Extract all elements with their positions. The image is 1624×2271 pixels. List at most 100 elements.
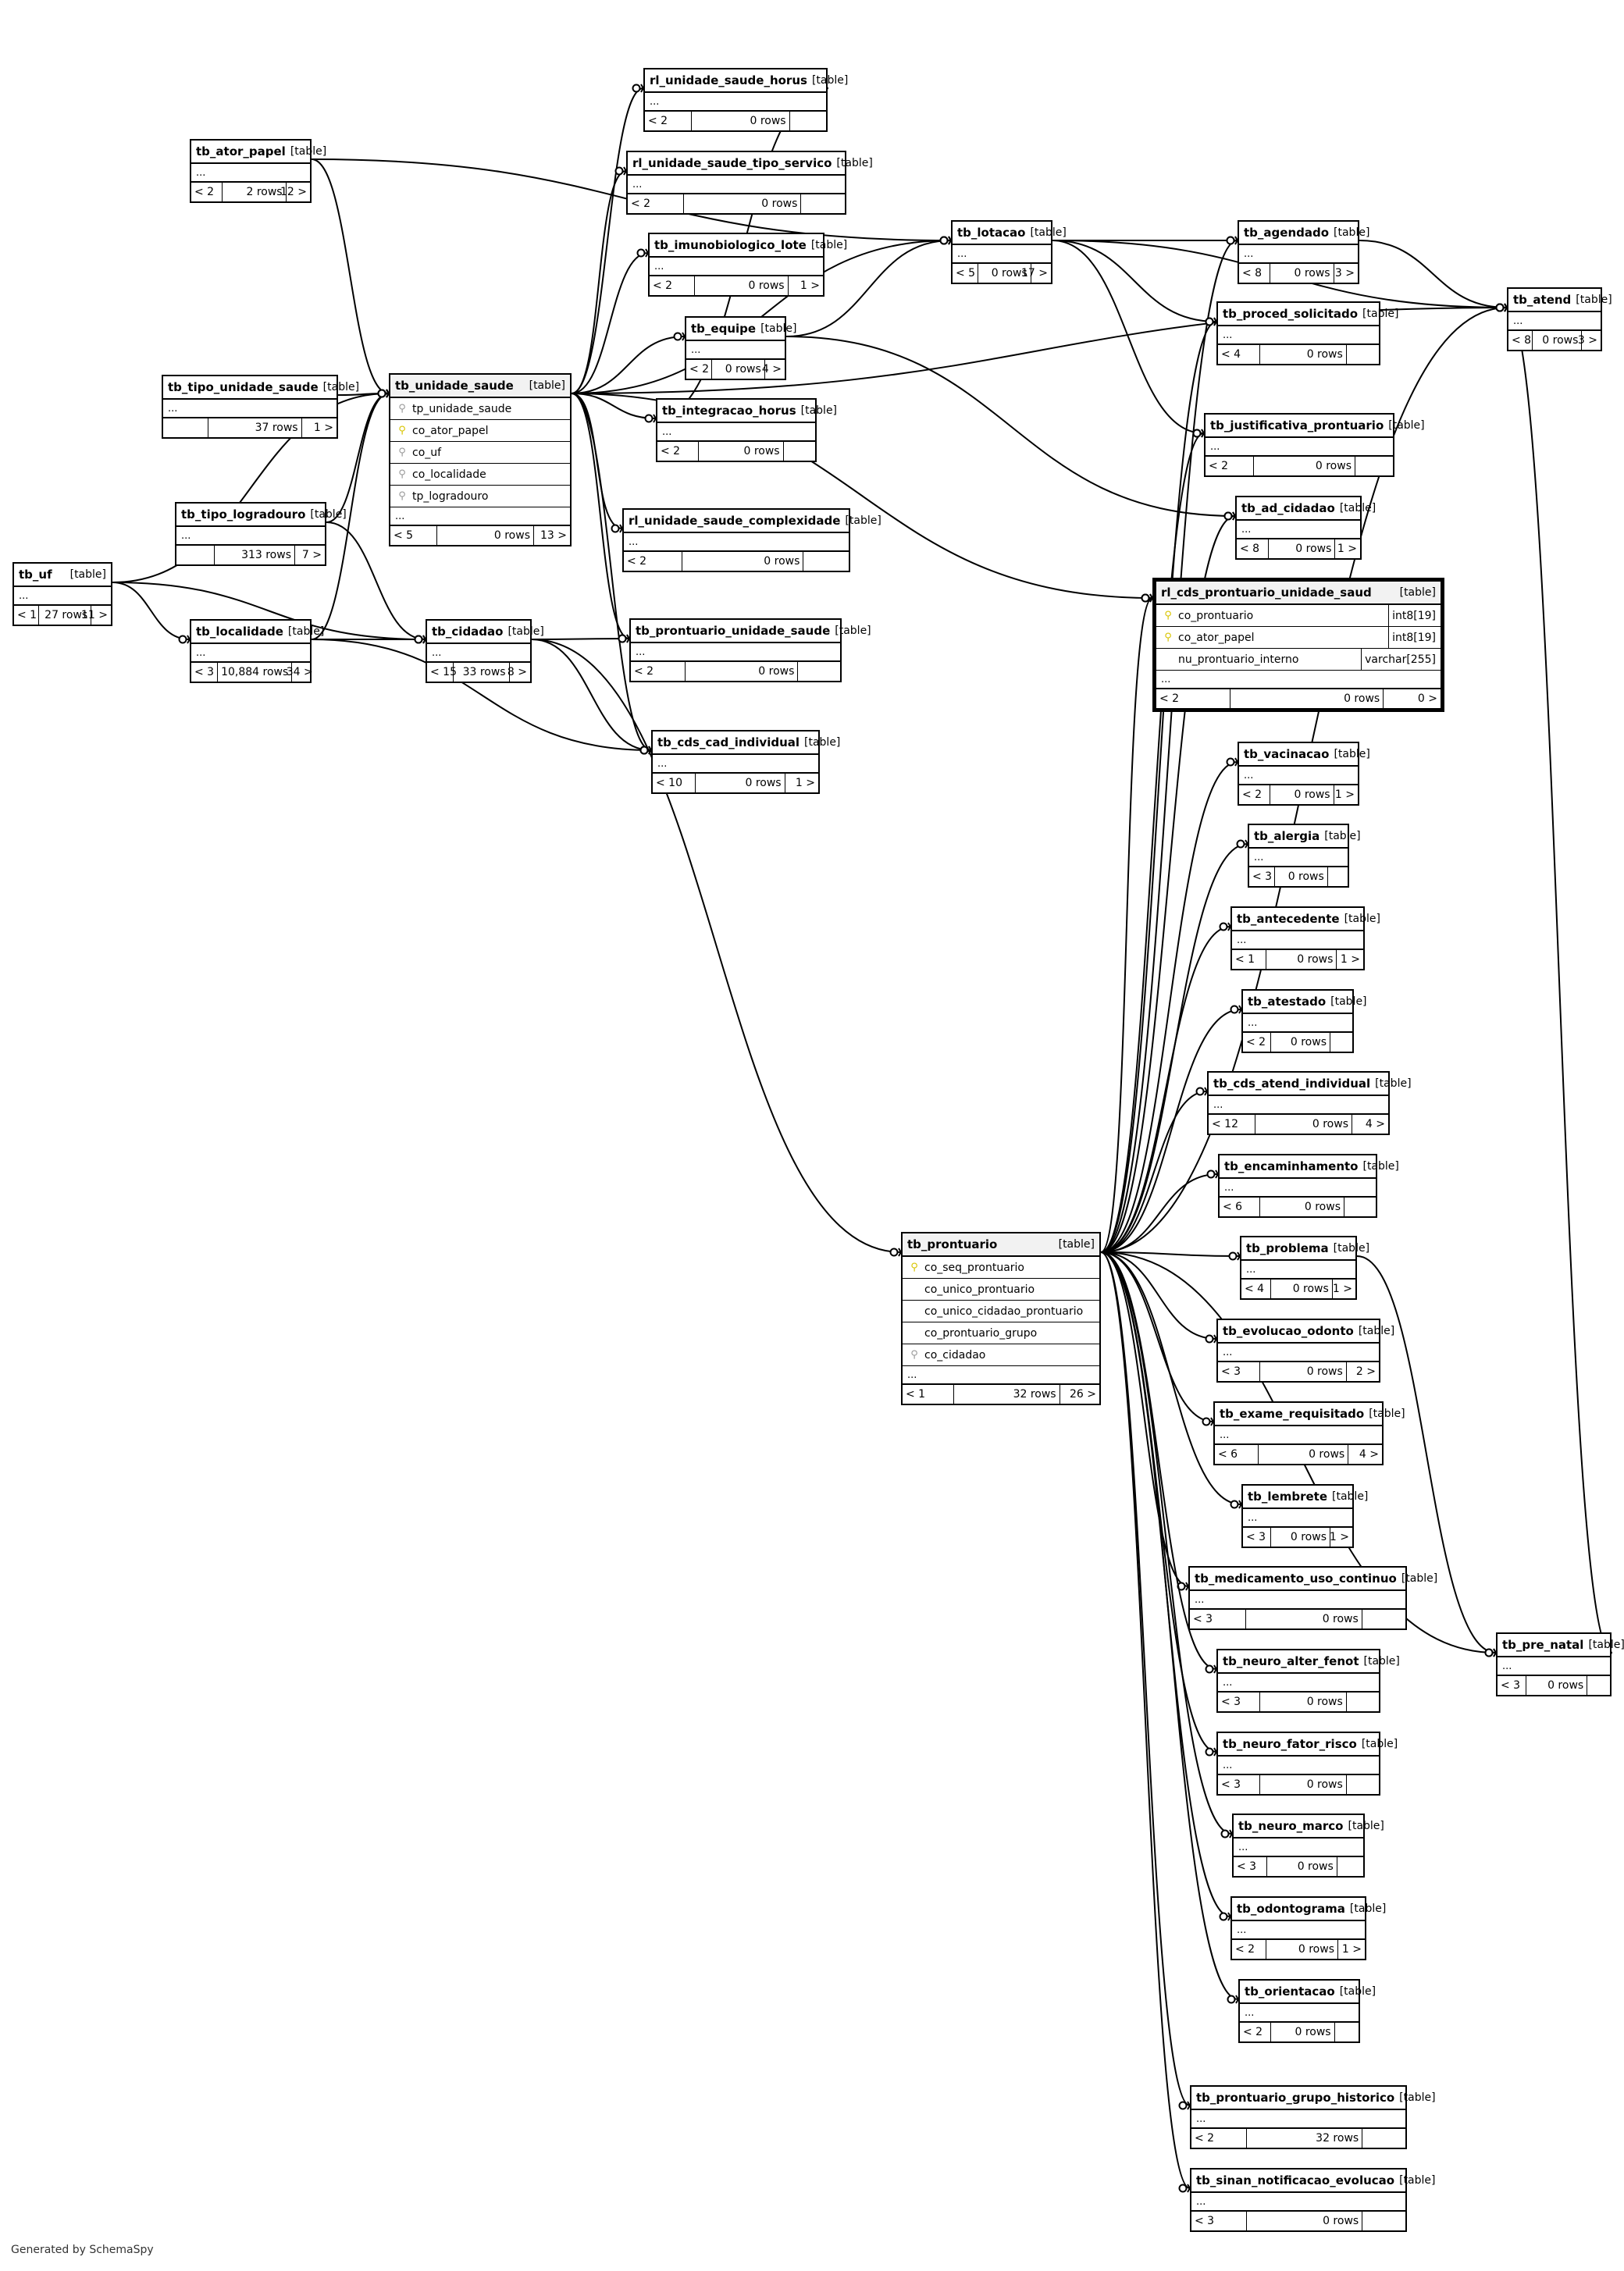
table-name[interactable]: tb_cidadao xyxy=(432,625,504,639)
table-name[interactable]: rl_unidade_saude_complexidade xyxy=(629,514,841,528)
table-tb-justificativa-prontuario[interactable]: tb_justificativa_prontuario[table]...< 2… xyxy=(1204,413,1425,477)
column-row[interactable]: ⚲co_ator_papel xyxy=(390,420,570,442)
table-name[interactable]: rl_unidade_saude_tipo_servico xyxy=(632,156,832,170)
table-name[interactable]: tb_neuro_fator_risco xyxy=(1223,1737,1357,1751)
table-name[interactable]: tb_equipe xyxy=(691,322,757,336)
table-name[interactable]: tb_cds_cad_individual xyxy=(657,735,800,749)
table-name[interactable]: tb_ator_papel xyxy=(196,144,286,158)
table-name[interactable]: tb_localidade xyxy=(196,625,283,639)
table-name[interactable]: rl_unidade_saude_horus xyxy=(650,73,807,87)
table-name[interactable]: tb_alergia xyxy=(1254,829,1320,843)
column-row[interactable]: ⚲co_cidadao xyxy=(903,1344,1099,1366)
table-name[interactable]: tb_lotacao xyxy=(957,226,1026,240)
table-tb-medicamento-uso-continuo[interactable]: tb_medicamento_uso_continuo[table]...< 3… xyxy=(1188,1566,1437,1630)
table-name[interactable]: tb_evolucao_odonto xyxy=(1223,1324,1354,1338)
table-name[interactable]: tb_tipo_unidade_saude xyxy=(168,380,319,394)
column-row[interactable]: ⚲co_localidade xyxy=(390,464,570,486)
table-tb-prontuario-grupo-historico[interactable]: tb_prontuario_grupo_historico[table]...<… xyxy=(1190,2085,1436,2149)
table-name[interactable]: tb_prontuario_unidade_saude xyxy=(636,624,831,638)
table-name[interactable]: tb_encaminhamento xyxy=(1224,1159,1359,1173)
table-name[interactable]: tb_prontuario xyxy=(907,1237,998,1251)
table-name[interactable]: tb_lembrete xyxy=(1248,1490,1328,1504)
table-name[interactable]: tb_prontuario_grupo_historico xyxy=(1196,2091,1395,2105)
table-name[interactable]: tb_integracao_horus xyxy=(662,404,796,418)
column-row[interactable]: ⚲tp_logradouro xyxy=(390,486,570,507)
table-name[interactable]: rl_cds_prontuario_unidade_saud xyxy=(1161,586,1372,600)
table-name[interactable]: tb_neuro_marco xyxy=(1238,1819,1344,1833)
table-name[interactable]: tb_problema xyxy=(1246,1241,1329,1255)
table-name[interactable]: tb_neuro_alter_fenot xyxy=(1223,1654,1359,1668)
table-name[interactable]: tb_justificativa_prontuario xyxy=(1210,418,1384,432)
table-name[interactable]: tb_unidade_saude xyxy=(395,379,514,393)
column-row[interactable]: ⚲tp_unidade_saude xyxy=(390,398,570,420)
table-name[interactable]: tb_agendado xyxy=(1244,226,1330,240)
column-row[interactable]: co_prontuario_grupo xyxy=(903,1322,1099,1344)
table-name[interactable]: tb_atestado xyxy=(1248,995,1327,1009)
table-name[interactable]: tb_odontograma xyxy=(1237,1902,1345,1916)
table-name[interactable]: tb_atend xyxy=(1513,293,1572,307)
column-row[interactable]: co_unico_prontuario xyxy=(903,1279,1099,1301)
table-tb-prontuario-unidade-saude[interactable]: tb_prontuario_unidade_saude[table]...< 2… xyxy=(629,618,871,682)
table-name[interactable]: tb_vacinacao xyxy=(1244,747,1330,761)
table-name[interactable]: tb_pre_natal xyxy=(1502,1638,1584,1652)
table-name[interactable]: tb_cds_atend_individual xyxy=(1213,1077,1371,1091)
table-rl-unidade-saude-tipo-servico[interactable]: rl_unidade_saude_tipo_servico[table]...<… xyxy=(626,151,873,215)
table-name[interactable]: tb_ad_cidadao xyxy=(1241,501,1335,515)
table-name[interactable]: tb_tipo_logradouro xyxy=(181,507,306,521)
table-name[interactable]: tb_imunobiologico_lote xyxy=(654,238,807,252)
table-name[interactable]: tb_uf xyxy=(19,568,52,582)
primary-key-icon: ⚲ xyxy=(910,1262,918,1273)
table-rl-unidade-saude-complexidade[interactable]: rl_unidade_saude_complexidade[table]...<… xyxy=(622,508,881,572)
table-name[interactable]: tb_antecedente xyxy=(1237,912,1340,926)
column-row[interactable]: ⚲co_uf xyxy=(390,442,570,464)
column-row[interactable]: co_unico_cidadao_prontuario xyxy=(903,1301,1099,1322)
table-name[interactable]: tb_medicamento_uso_continuo xyxy=(1195,1572,1397,1586)
table-name[interactable]: tb_sinan_notificacao_evolucao xyxy=(1196,2173,1395,2187)
table-tb-unidade-saude[interactable]: tb_unidade_saude[table]⚲tp_unidade_saude… xyxy=(389,373,572,546)
table-name[interactable]: tb_exame_requisitado xyxy=(1220,1407,1365,1421)
column-row[interactable]: ⚲co_seq_prontuario xyxy=(903,1257,1099,1279)
table-name[interactable]: tb_proced_solicitado xyxy=(1223,307,1359,321)
table-name[interactable]: tb_orientacao xyxy=(1245,1984,1335,1999)
foreign-key-icon: ⚲ xyxy=(398,447,406,458)
table-tb-sinan-notificacao-evolucao[interactable]: tb_sinan_notificacao_evolucao[table]...<… xyxy=(1190,2168,1436,2232)
table-rl-cds-prontuario-unidade-saud[interactable]: rl_cds_prontuario_unidade_saud[table]⚲co… xyxy=(1152,578,1444,712)
